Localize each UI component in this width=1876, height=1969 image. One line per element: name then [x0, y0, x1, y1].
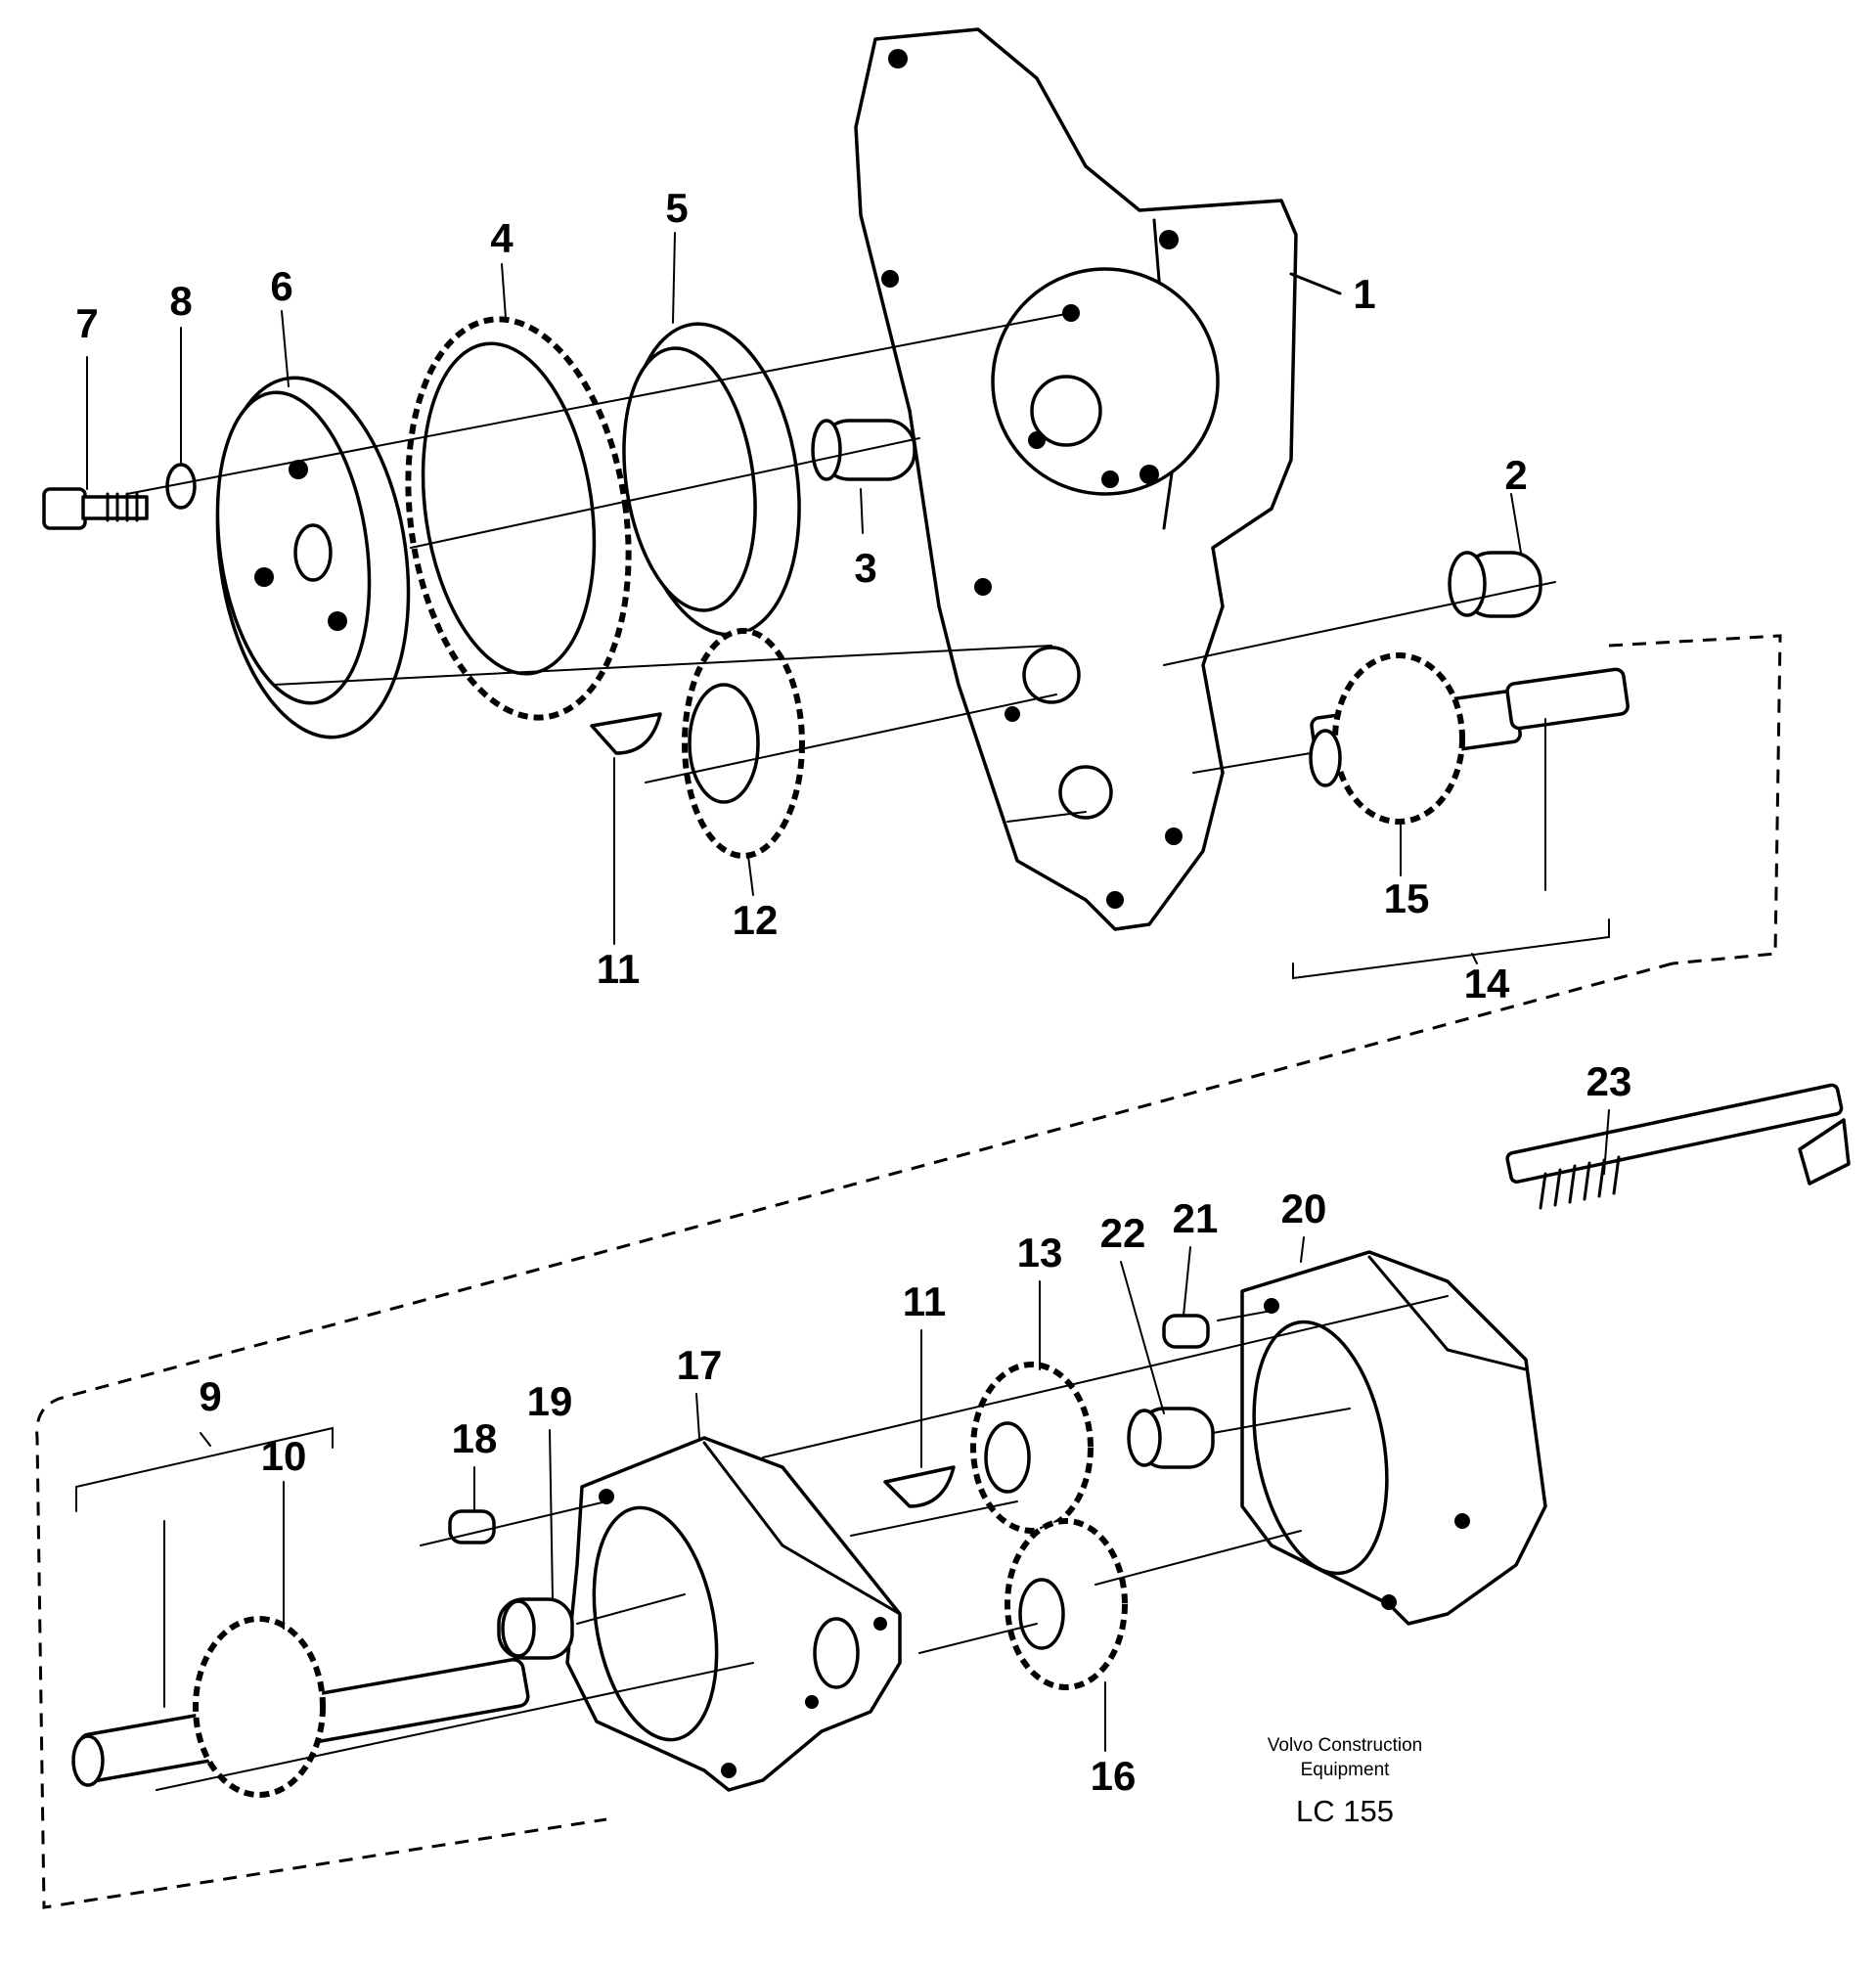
callout-8: 8: [169, 278, 192, 324]
brand-block: Volvo Construction Equipment LC 155: [1268, 1735, 1422, 1828]
callout-2: 2: [1504, 452, 1527, 498]
lower-axis-lines: [156, 1295, 1449, 1791]
callout-1: 1: [1353, 271, 1375, 317]
callout-14: 14: [1464, 961, 1510, 1007]
brand-line-2: Equipment: [1301, 1760, 1391, 1780]
bushing-drawing: [1448, 551, 1542, 618]
callout-6: 6: [270, 263, 292, 309]
part-callouts: 1 2 3 4 5 6 7 8 9 10 11 12 13 14 15 16 1…: [75, 185, 1631, 1799]
lower-leader-lines: [75, 1109, 1610, 1752]
woodruff-key-lower-drawing: [883, 1465, 956, 1508]
end-cover-drawing: [1240, 1250, 1547, 1626]
callout-21: 21: [1173, 1195, 1219, 1241]
kit-frame-lower: [35, 962, 1674, 1909]
upper-leader-lines: [86, 232, 1610, 980]
drive-shaft-lower-drawing: [71, 1616, 530, 1798]
callout-4: 4: [490, 215, 514, 261]
callout-22: 22: [1100, 1210, 1146, 1256]
callout-3: 3: [854, 545, 876, 591]
callout-20: 20: [1281, 1186, 1327, 1231]
callout-11-upper: 11: [597, 946, 640, 992]
callout-15: 15: [1384, 875, 1430, 921]
long-bolt-drawing: [1505, 1083, 1851, 1210]
large-gear-drawing: [405, 316, 632, 721]
upper-axis-lines: [126, 312, 1556, 823]
dowel-21-drawing: [1162, 1314, 1210, 1349]
pulley-drawing: [215, 376, 411, 739]
small-gear-upper-drawing: [682, 628, 805, 859]
gear-16-drawing: [1005, 1518, 1128, 1690]
woodruff-key-upper-drawing: [590, 712, 662, 755]
bearing-ring-drawing: [622, 322, 801, 637]
callout-5: 5: [665, 185, 688, 231]
sleeve-19-drawing: [497, 1597, 574, 1660]
housing-bracket-drawing: [854, 27, 1342, 931]
callout-16: 16: [1091, 1753, 1137, 1799]
sleeve-22-drawing: [1127, 1407, 1215, 1469]
pump-body-drawing: [565, 1436, 902, 1792]
callout-9: 9: [199, 1373, 221, 1419]
callout-19: 19: [527, 1378, 573, 1424]
dowel-18-drawing: [448, 1509, 496, 1544]
callout-13: 13: [1017, 1230, 1063, 1275]
callout-23: 23: [1586, 1058, 1632, 1104]
callout-12: 12: [733, 897, 779, 943]
drive-shaft-upper-drawing: [1309, 652, 1630, 825]
gear-13-drawing: [970, 1362, 1094, 1534]
drawing-code: LC 155: [1296, 1794, 1394, 1828]
callout-10: 10: [261, 1433, 307, 1479]
kit-frame-upper: [1608, 634, 1782, 965]
callout-11-lower: 11: [903, 1278, 946, 1324]
brand-line-1: Volvo Construction: [1268, 1735, 1422, 1756]
callout-18: 18: [452, 1415, 498, 1461]
callout-17: 17: [677, 1342, 723, 1388]
callout-7: 7: [75, 300, 98, 346]
bolt-drawing: [42, 487, 149, 530]
